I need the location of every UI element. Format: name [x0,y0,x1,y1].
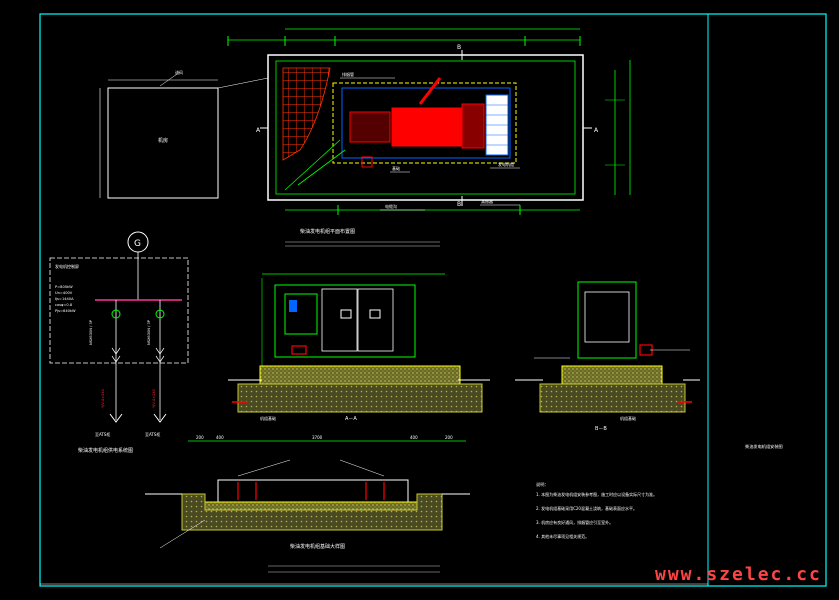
section-aa-view: 机组基础 A－A [228,273,490,422]
section-mark-a-right: A [594,127,599,134]
svg-text:NSX630N / 3P: NSX630N / 3P [89,319,93,345]
plan-label-genset: 发电机组 [498,161,514,167]
plan-title: 柴油发电机组平面布置图 [300,228,355,235]
svg-text:说明：: 说明： [536,481,549,488]
svg-text:至ATS柜: 至ATS柜 [95,431,110,437]
single-line-title: 柴油发电机组供电系统图 [78,447,133,454]
svg-text:机组基础: 机组基础 [260,415,276,421]
general-notes: 说明： 1. 本图为柴油发电机组安装参考图，施工时应以设备实际尺寸为准。 2. … [536,481,657,539]
side-title: 柴油发电机组安装图 [745,443,783,450]
section-mark-b-top: B [457,44,461,51]
watermark: www.szelec.cc [655,564,822,585]
svg-text:200: 200 [196,435,204,440]
section-mark-b-bottom: B [457,201,461,208]
section-bb-title: B－B [595,426,607,432]
svg-text:3. 机房应有良好通风，排烟管应引至室外。: 3. 机房应有良好通风，排烟管应引至室外。 [536,519,613,525]
plan-label-exhaust: 排烟管 [342,71,354,77]
svg-text:3700: 3700 [312,435,323,440]
section-aa-title: A－A [345,416,357,422]
panel-title: 发电机控制屏 [55,263,79,269]
plan-label-damper: 减振器 [481,198,493,204]
section-bb-view: 机组基础 B－B [515,281,700,432]
svg-text:YJV-4×240: YJV-4×240 [101,388,105,408]
svg-text:Ijs=1440A: Ijs=1440A [55,297,74,301]
section-mark-a-left: A [256,127,261,134]
svg-text:1. 本图为柴油发电机组安装参考图，施工时应以设备实际尺寸为: 1. 本图为柴油发电机组安装参考图，施工时应以设备实际尺寸为准。 [536,491,657,497]
svg-text:G: G [134,239,141,249]
svg-text:400: 400 [410,435,418,440]
plan-label-base: 基础 [392,165,400,171]
plan-door-label: 进风 [175,69,183,75]
svg-text:P=800kW: P=800kW [55,285,73,289]
plan-label-trench: 电缆沟 [385,203,397,209]
svg-text:Pjs=640kW: Pjs=640kW [55,309,76,313]
svg-text:机组基础: 机组基础 [620,415,636,421]
drawing-border [39,13,827,587]
svg-text:YJV-4×240: YJV-4×240 [152,388,156,408]
svg-text:Un=400V: Un=400V [55,291,73,295]
single-line-diagram: G 发电机控制屏 P=800kW Un=400V Ijs=1440A cosφ=… [49,231,189,454]
plan-room-label: 机房 [158,137,168,144]
svg-text:2. 发电机组基础采用C20混凝土浇筑，基础表面应水平。: 2. 发电机组基础采用C20混凝土浇筑，基础表面应水平。 [536,505,637,511]
svg-text:400: 400 [216,435,224,440]
svg-text:4. 其他未尽事项见相关规范。: 4. 其他未尽事项见相关规范。 [536,533,589,539]
foundation-title: 柴油发电机组基础大样图 [290,543,345,550]
svg-text:200: 200 [445,435,453,440]
svg-text:NSX630N / 3P: NSX630N / 3P [147,319,151,345]
foundation-detail: 200 400 3700 400 200 柴油发电机组基础大样图 [145,435,470,573]
svg-text:cosφ=0.8: cosφ=0.8 [55,303,73,307]
svg-text:至ATS柜: 至ATS柜 [145,431,160,437]
plan-view: A A B B 排烟管 基础 发电机组 电缆沟 减振器 柴油发电机组平面布置图 … [99,28,631,247]
